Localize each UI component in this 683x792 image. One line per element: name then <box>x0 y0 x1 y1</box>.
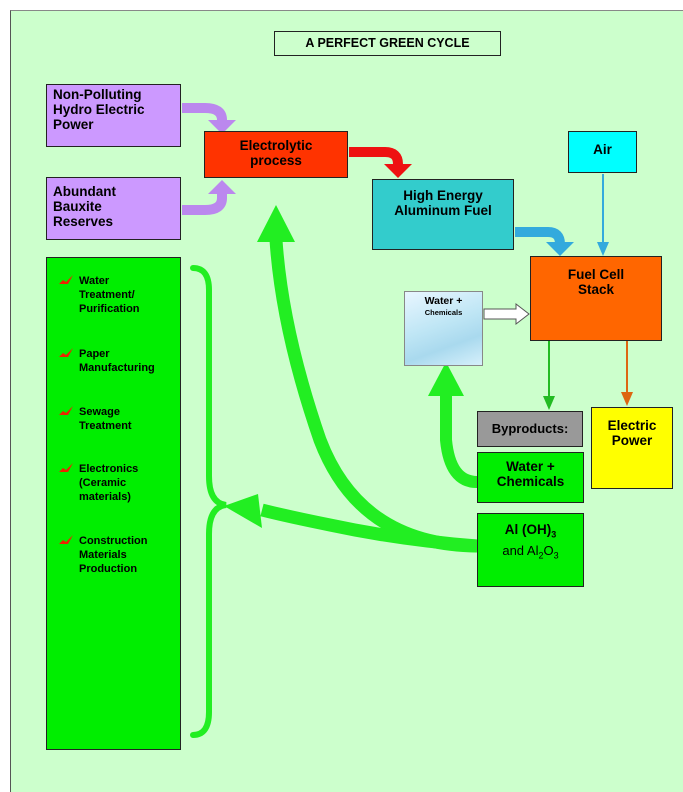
check-bullet-icon <box>59 535 73 544</box>
hydro-line-2: Hydro Electric <box>53 102 145 117</box>
arrow-process-to-fuel <box>349 147 403 166</box>
use-text: Treatment/ <box>79 289 135 301</box>
arrow-hydro-head <box>208 120 236 134</box>
check-bullet-icon <box>59 406 73 415</box>
arrow-hydro-to-process <box>182 103 227 122</box>
bauxite-box: Abundant Bauxite Reserves <box>46 177 181 240</box>
arrow-water-recycle <box>440 392 478 488</box>
hydro-line-3: Power <box>53 117 94 132</box>
water-chemicals-output-box: Water + Chemicals <box>477 452 584 503</box>
bauxite-line-1: Abundant <box>53 184 116 199</box>
wc-line-1: Water + <box>506 459 555 474</box>
arrow-alumina-to-process-head <box>257 205 295 242</box>
arrow-bauxite-to-process <box>182 192 227 215</box>
process-line-2: process <box>250 153 302 168</box>
byproducts-label: Byproducts: <box>491 421 569 436</box>
fuel-cell-stack-box: Fuel Cell Stack <box>530 256 662 341</box>
use-text: materials) <box>79 491 131 503</box>
arrow-water-to-stack <box>483 302 530 326</box>
use-text: Sewage <box>79 406 120 418</box>
use-text: Construction <box>79 535 148 547</box>
water-chemicals-input-box: Water + Chemicals <box>404 291 483 366</box>
arrow-fuel-to-stack-head <box>546 242 574 256</box>
stack-line-1: Fuel Cell <box>567 267 625 282</box>
hydro-power-box: Non-Polluting Hydro Electric Power <box>46 84 181 147</box>
use-text: Treatment <box>79 420 132 432</box>
use-text: Production <box>79 563 138 575</box>
arrow-power-head <box>621 392 633 406</box>
arrow-air-head <box>597 242 609 256</box>
fuel-line-1: High Energy <box>403 188 483 203</box>
water-input-line-1: Water + <box>424 295 463 307</box>
check-bullet-icon <box>59 275 73 284</box>
uses-brace <box>190 265 227 738</box>
air-box: Air <box>568 131 637 173</box>
byproducts-box: Byproducts: <box>477 411 583 447</box>
arrow-bauxite-head <box>208 180 236 194</box>
wc-line-2: Chemicals <box>496 474 565 489</box>
check-bullet-icon <box>59 348 73 357</box>
bauxite-line-3: Reserves <box>53 214 114 229</box>
use-text: (Ceramic <box>79 477 127 489</box>
power-line-1: Electric <box>607 418 657 433</box>
alumina-line-2: and Al2O3 <box>502 542 559 561</box>
electrolytic-process-box: Electrolytic process <box>204 131 348 178</box>
water-input-line-2: Chemicals <box>424 308 463 317</box>
electric-power-box: Electric Power <box>591 407 673 489</box>
hydro-line-1: Non-Polluting <box>53 87 142 102</box>
air-label: Air <box>593 142 612 157</box>
aluminum-fuel-box: High Energy Aluminum Fuel <box>372 179 514 250</box>
use-text: Materials <box>79 549 127 561</box>
use-text: Electronics <box>79 463 139 475</box>
check-bullet-icon <box>59 463 73 472</box>
arrow-fuel-to-stack <box>515 227 565 245</box>
diagram-title: A PERFECT GREEN CYCLE <box>274 31 501 56</box>
power-line-2: Power <box>611 433 653 448</box>
use-text: Paper <box>79 348 110 360</box>
alumina-line-1: Al (OH)3 <box>504 522 557 540</box>
fuel-line-2: Aluminum Fuel <box>394 203 492 218</box>
use-text: Manufacturing <box>79 362 155 374</box>
arrow-water-recycle-head <box>428 362 464 396</box>
process-line-1: Electrolytic <box>239 138 313 153</box>
use-text: Water <box>79 275 110 287</box>
use-text: Purification <box>79 303 140 315</box>
stack-line-2: Stack <box>577 282 615 297</box>
arrow-alumina-to-uses <box>260 503 478 553</box>
arrow-byproducts-head <box>543 396 555 410</box>
alumina-box: Al (OH)3 and Al2O3 <box>477 513 584 587</box>
arrow-alumina-to-uses-head <box>224 494 262 528</box>
arrow-process-to-fuel-head <box>384 164 412 178</box>
bauxite-line-2: Bauxite <box>53 199 102 214</box>
applications-box: Water Treatment/ Purification Paper Manu… <box>46 257 181 750</box>
